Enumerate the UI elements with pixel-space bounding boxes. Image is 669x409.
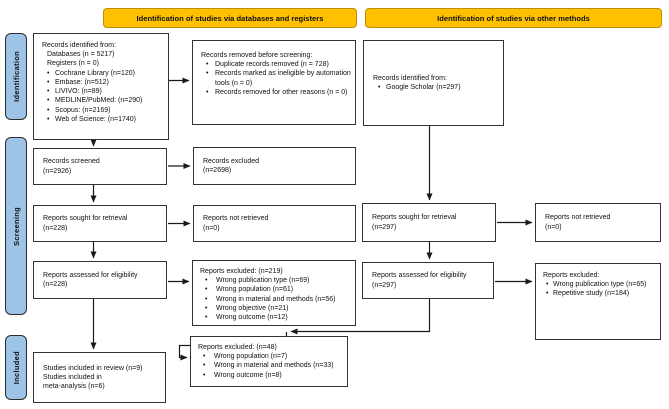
- bullet-item: Wrong in material and methods (n=56): [200, 295, 352, 304]
- stage-label-text: Screening: [11, 206, 21, 246]
- box-records-identified-other: Records identified from: Google Scholar …: [363, 40, 504, 126]
- bullet-item: Scopus: (n=2169): [42, 106, 164, 115]
- box-records-screened: Records screened (n=2926): [33, 148, 167, 185]
- bullet-item: Web of Science: (n=1740): [42, 115, 164, 124]
- box-line: Studies included in review (n=9): [43, 364, 143, 372]
- box-records-identified-databases: Records identified from: Databases (n = …: [33, 33, 169, 140]
- header-other-methods: Identification of studies via other meth…: [365, 8, 662, 28]
- box-line: Records excluded: [203, 157, 260, 165]
- bullet-item: Duplicate records removed (n = 728): [201, 60, 351, 69]
- box-title: Records identified from:: [42, 42, 116, 49]
- box-title: Reports excluded:: [543, 272, 600, 279]
- box-line: Records screened: [43, 158, 100, 166]
- bullet-item: Repetitive study (n=184): [543, 289, 657, 298]
- box-line: (n=297): [372, 281, 397, 289]
- box-records-removed-before-screening: Records removed before screening: Duplic…: [192, 40, 356, 125]
- bullet-item: Wrong publication type (n=69): [200, 276, 352, 285]
- box-records-excluded: Records excluded (n=2698): [193, 147, 356, 185]
- box-line: Reports not retrieved: [545, 214, 611, 222]
- box-line: Reports assessed for eligibility: [43, 271, 138, 279]
- stage-label-identification: Identification: [5, 33, 27, 120]
- box-line: (n=297): [372, 223, 397, 231]
- box-line: Reports sought for retrieval: [372, 214, 457, 222]
- box-reports-sought-right: Reports sought for retrieval (n=297): [362, 203, 496, 242]
- box-title: Records removed before screening:: [201, 52, 313, 59]
- bullet-item: Embase: (n=512): [42, 78, 164, 87]
- bullet-item: Wrong outcome (n=8): [198, 371, 344, 380]
- box-title: Records identified from:: [373, 74, 447, 82]
- box-studies-included: Studies included in review (n=9) Studies…: [33, 352, 166, 403]
- stage-label-included: Included: [5, 335, 27, 400]
- box-reports-excluded-right: Reports excluded: Wrong publication type…: [535, 263, 661, 340]
- box-line: Databases (n = 5217): [47, 51, 115, 59]
- box-reports-not-retrieved-right: Reports not retrieved (n=0): [535, 203, 661, 242]
- box-line: (n=0): [545, 223, 562, 231]
- box-line: (n=228): [43, 224, 68, 232]
- stage-label-text: Included: [11, 350, 21, 385]
- box-line: Reports sought for retrieval: [43, 215, 128, 223]
- bullet-item: Wrong in material and methods (n=33): [198, 361, 344, 370]
- box-line: meta-analysis (n=6): [43, 383, 105, 391]
- box-reports-sought-left: Reports sought for retrieval (n=228): [33, 205, 167, 242]
- box-line: (n=228): [43, 281, 68, 288]
- bullet-item: LIVIVO: (n=89): [42, 87, 164, 96]
- bullet-item: Wrong population (n=7): [198, 352, 344, 361]
- box-line: (n=0): [203, 224, 220, 232]
- box-reports-not-retrieved-left: Reports not retrieved (n=0): [193, 205, 356, 242]
- bullet-item: Wrong population (n=61): [200, 285, 352, 294]
- bullet-item: MEDLINE/PubMed: (n=290): [42, 96, 164, 105]
- box-line: Studies included in: [43, 373, 102, 381]
- bullet-item: Records marked as ineligible by automati…: [201, 69, 351, 87]
- box-title: Reports excluded: (n=48): [198, 344, 277, 351]
- box-line: Reports not retrieved: [203, 215, 269, 223]
- box-line: Registers (n = 0): [47, 60, 99, 68]
- box-title: Reports excluded: (n=219): [200, 268, 283, 275]
- box-line: (n=2926): [43, 167, 72, 175]
- stage-label-screening: Screening: [5, 137, 27, 315]
- header-databases-registers: Identification of studies via databases …: [103, 8, 357, 28]
- stage-label-text: Identification: [11, 51, 21, 102]
- box-reports-excluded-final: Reports excluded: (n=48) Wrong populatio…: [190, 336, 348, 387]
- bullet-item: Google Scholar (n=297): [373, 83, 500, 92]
- box-line: (n=2698): [203, 167, 232, 174]
- bullet-item: Cochrane Library (n=120): [42, 69, 164, 78]
- box-line: Reports assessed for eligibility: [372, 272, 467, 280]
- box-reports-assessed-right: Reports assessed for eligibility (n=297): [362, 262, 494, 299]
- box-reports-excluded-left: Reports excluded: (n=219) Wrong publicat…: [192, 260, 356, 326]
- box-reports-assessed-left: Reports assessed for eligibility (n=228): [33, 261, 167, 299]
- bullet-item: Records removed for other reasons (n = 0…: [201, 88, 351, 97]
- bullet-item: Wrong publication type (n=65): [543, 280, 657, 289]
- bullet-item: Wrong objective (n=21): [200, 304, 352, 313]
- bullet-item: Wrong outcome (n=12): [200, 313, 352, 322]
